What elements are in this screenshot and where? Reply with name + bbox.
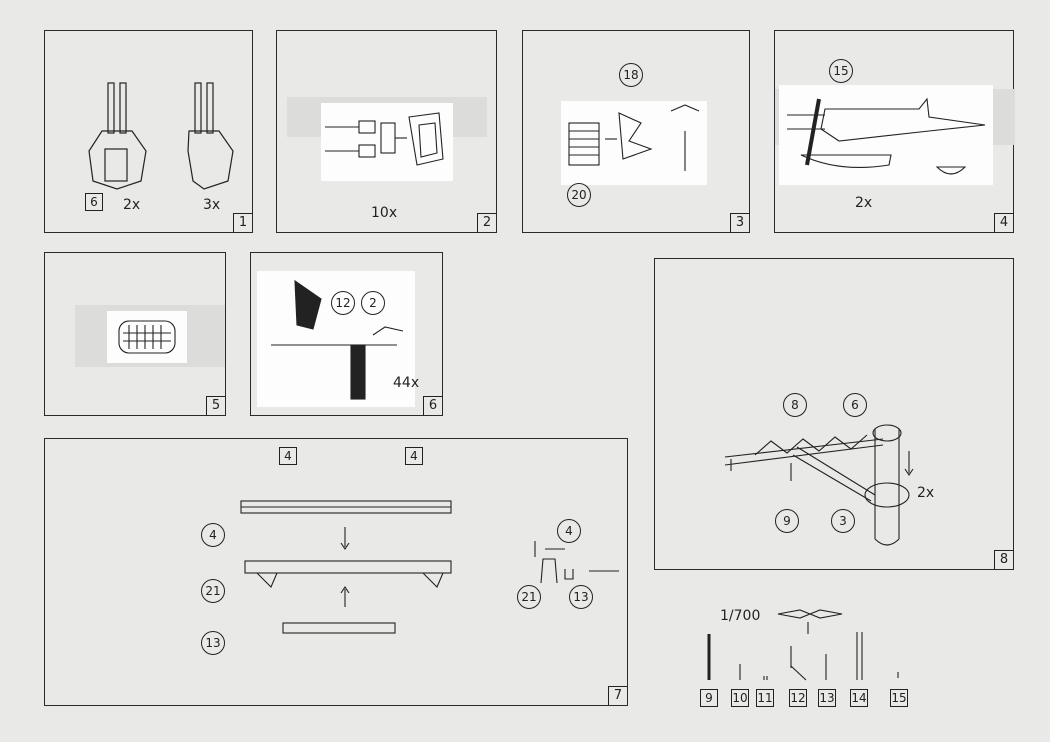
panel-5: 5 <box>44 252 226 416</box>
callout-part-4: 4 <box>279 447 297 465</box>
callout-part-21: 21 <box>201 579 225 603</box>
panel-8: 8 6 9 3 2x 8 <box>654 258 1014 570</box>
callout-part-8: 8 <box>783 393 807 417</box>
callout-part-13: 13 <box>201 631 225 655</box>
callout-part-12: 12 <box>331 291 355 315</box>
panel-4: 15 2x 4 <box>774 30 1015 233</box>
quantity: 10x <box>371 205 398 221</box>
panel-2: 10x 2 <box>276 30 497 233</box>
panel-number: 6 <box>423 396 442 415</box>
panel-3: 18 20 3 <box>522 30 750 233</box>
crane-drawing <box>724 424 914 546</box>
part-12: 12 <box>789 689 807 707</box>
panel-number: 2 <box>477 213 496 232</box>
part-sticker <box>779 85 993 185</box>
quantity: 2x <box>855 195 873 211</box>
quantity: 44x <box>393 375 420 391</box>
quantity-left: 2x <box>123 197 141 213</box>
turret-drawing <box>88 82 234 190</box>
callout-part-4: 4 <box>405 447 423 465</box>
panel-1: 6 2x 3x 1 <box>44 30 253 233</box>
panel-number: 3 <box>730 213 749 232</box>
callout-part-9: 9 <box>775 509 799 533</box>
scale-label: 1/700 <box>720 608 761 624</box>
part-14: 14 <box>850 689 868 707</box>
panel-6: 12 2 44x 6 <box>250 252 443 416</box>
part-sticker <box>107 311 187 363</box>
callout-part-15: 15 <box>829 59 853 83</box>
quantity: 2x <box>917 485 935 501</box>
callout-part-4: 4 <box>557 519 581 543</box>
panel-number: 5 <box>206 396 225 415</box>
panel-number: 8 <box>994 550 1013 569</box>
callout-part-3: 3 <box>831 509 855 533</box>
callout-part-21: 21 <box>517 585 541 609</box>
part-sticker <box>561 101 707 185</box>
panel-number: 7 <box>608 686 627 705</box>
quantity-right: 3x <box>203 197 221 213</box>
part-15: 15 <box>890 689 908 707</box>
callout-part-20: 20 <box>567 183 591 207</box>
part-11: 11 <box>756 689 774 707</box>
part-sticker <box>321 103 453 181</box>
callout-part-6: 6 <box>85 193 103 211</box>
panel-7: 4 4 4 21 13 4 21 13 7 <box>44 438 628 706</box>
part-13: 13 <box>818 689 836 707</box>
callout-part-2: 2 <box>361 291 385 315</box>
callout-part-6: 6 <box>843 393 867 417</box>
part-10: 10 <box>731 689 749 707</box>
deck-assembly-drawing <box>240 500 619 634</box>
callout-part-4: 4 <box>201 523 225 547</box>
part-9: 9 <box>700 689 718 707</box>
callout-part-13: 13 <box>569 585 593 609</box>
panel-number: 1 <box>233 213 252 232</box>
panel-number: 4 <box>994 213 1013 232</box>
callout-part-18: 18 <box>619 63 643 87</box>
